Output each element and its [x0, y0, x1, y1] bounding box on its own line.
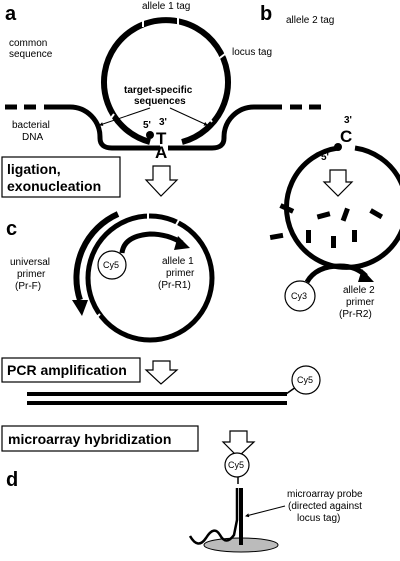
cy5-dye-c [97, 250, 127, 280]
cy5-label-pcr: Cy5 [297, 375, 313, 385]
padlock-probe-b [277, 31, 400, 270]
degradation-arrow-icon [322, 169, 354, 197]
padlock-probe-a [95, 17, 231, 145]
allele1-tag-label: allele 1 tag [142, 1, 190, 12]
cy5-label-d: Cy5 [228, 460, 244, 470]
probe-label-3: locus tag) [297, 513, 340, 524]
ligation-label-1: ligation, [7, 161, 61, 177]
three-prime-label-a: 3' [159, 117, 167, 128]
target-specific-label-1: target-specific [124, 85, 193, 96]
allele2-primer-label-3: (Pr-R2) [339, 309, 372, 320]
step-pcr: PCR amplification [1, 357, 179, 385]
probe-label-1: microarray probe [287, 489, 363, 500]
panel-c: c universal primer (Pr-F) Cy5 allele 1 p… [6, 211, 375, 343]
base-a-label: A [155, 143, 167, 162]
step-ligation: ligation, exonucleation [1, 156, 179, 198]
pcr-product: Cy5 [27, 365, 321, 405]
common-sequence-label-2: sequence [9, 49, 53, 60]
cy5-label-c: Cy5 [103, 260, 119, 270]
three-prime-label-b: 3' [344, 115, 352, 126]
allele1-primer-label-1: allele 1 [162, 256, 194, 267]
five-prime-dot-icon [146, 131, 154, 139]
allele1-primer-arrow [119, 231, 184, 254]
hybridization-arrow-icon [221, 430, 256, 458]
bacterial-dna-label-2: DNA [22, 132, 43, 143]
cy3-label: Cy3 [291, 291, 307, 301]
five-prime-label-b: 5' [321, 152, 329, 163]
hybridized-product [188, 488, 239, 545]
allele2-primer-label-1: allele 2 [343, 285, 375, 296]
universal-primer-label-1: universal [10, 257, 50, 268]
probe-label-2: (directed against [288, 501, 362, 512]
base-c-label: C [340, 127, 352, 146]
universal-primer-arrow [73, 211, 120, 301]
base-t-label: T [156, 129, 167, 148]
pcr-label: PCR amplification [7, 362, 127, 378]
cy5-dye-pcr [291, 365, 321, 395]
bacterial-dna-label-1: bacterial [12, 120, 50, 131]
panel-label-d: d [6, 469, 18, 491]
pcr-arrow-icon [144, 360, 179, 385]
panel-a: a allele 1 tag common sequence locus tag… [5, 1, 321, 162]
panel-label-c: c [6, 218, 17, 240]
panel-b: b allele 2 tag 3' C 5' [260, 3, 400, 270]
locus-tag-label: locus tag [232, 47, 272, 58]
allele1-primer-arrowhead-icon [174, 236, 190, 250]
universal-primer-arrowhead-icon [72, 300, 88, 316]
allele2-primer-arrow [304, 263, 368, 284]
circularized-probe [85, 213, 215, 343]
ligation-label-2: exonucleation [7, 178, 101, 194]
universal-primer-label-3: (Pr-F) [15, 281, 41, 292]
bacterial-dna [5, 104, 321, 151]
allele2-primer-label-2: primer [346, 297, 375, 308]
panel-label-a: a [5, 3, 17, 25]
step-hybridization: microarray hybridization [1, 425, 256, 458]
allele2-tag-label: allele 2 tag [286, 15, 334, 26]
allele1-primer-label-2: primer [166, 268, 195, 279]
universal-primer-label-2: primer [17, 269, 46, 280]
five-prime-label-a: 5' [143, 120, 151, 131]
hybridization-label: microarray hybridization [8, 431, 171, 447]
panel-d: d Cy5 microarray probe (directed against… [6, 452, 363, 553]
ligation-arrow-icon [144, 165, 179, 197]
target-specific-label-2: sequences [134, 96, 186, 107]
degraded-fragments [269, 203, 384, 248]
panel-label-b: b [260, 3, 272, 25]
cy3-dye [284, 280, 316, 312]
common-sequence-label-1: common [9, 38, 47, 49]
cy5-dye-d [224, 452, 250, 478]
five-prime-dot-b-icon [334, 143, 342, 151]
allele1-primer-label-3: (Pr-R1) [158, 280, 191, 291]
allele2-primer-arrowhead-icon [358, 269, 374, 282]
